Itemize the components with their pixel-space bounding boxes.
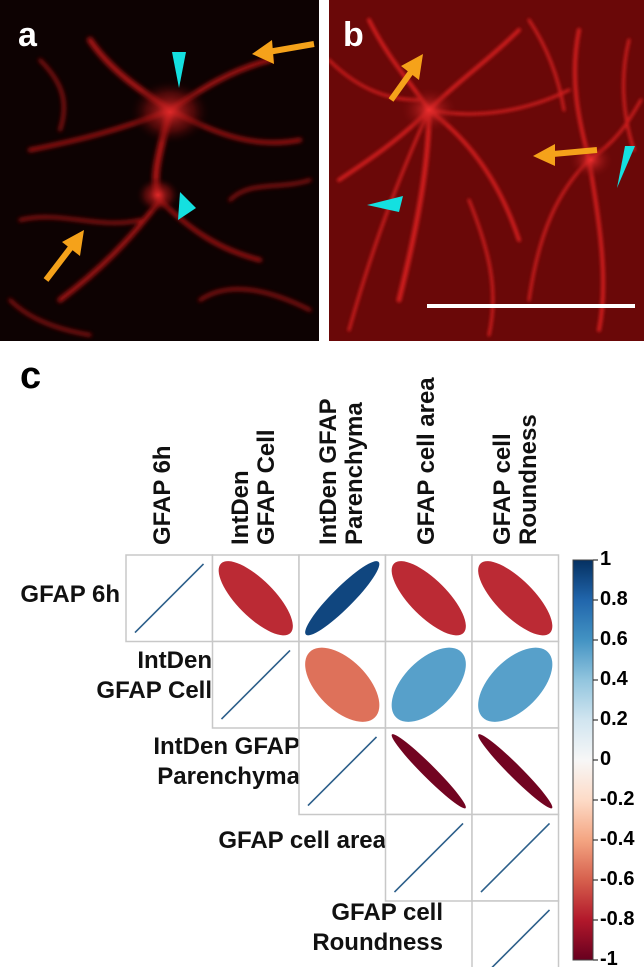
orange-arrow-icon [43, 230, 84, 282]
correlation-line [393, 822, 464, 893]
correlation-line [220, 649, 291, 720]
correlation-ellipse [218, 561, 293, 636]
correlation-ellipse [305, 647, 380, 722]
orange-arrow-icon [533, 144, 598, 166]
row-label-intden-gfap-cell: IntDen GFAP Cell [96, 647, 212, 704]
colorbar-tick-label: 0.2 [600, 708, 628, 730]
correlation-line [491, 909, 551, 967]
cyan-arrowhead-icon [617, 146, 635, 188]
colorbar-tick-label: -0.6 [600, 868, 635, 890]
colorbar-tick-label: 0.6 [600, 628, 628, 650]
colorbar-tick-label: -1 [600, 948, 618, 970]
row-label-intden-gfap-parenchyma: IntDen GFAP Parenchyma [153, 733, 300, 790]
correlation-ellipse [391, 561, 466, 636]
panel-c-label: c [20, 355, 42, 397]
cyan-arrowhead-icon [178, 192, 196, 220]
colorbar-tick-label: 0 [600, 748, 612, 770]
correlation-line [134, 563, 205, 634]
cyan-arrowhead-icon [172, 52, 186, 88]
row-label-gfap-6h: GFAP 6h [20, 581, 120, 608]
colorbar-tick-label: -0.8 [600, 908, 635, 930]
cyan-arrowhead-icon [367, 196, 403, 212]
panel-b-label: b [343, 16, 364, 54]
panel-a-label: a [18, 16, 37, 54]
correlation-line [307, 736, 378, 807]
colorbar [572, 559, 594, 961]
correlation-ellipse [391, 647, 466, 722]
micrograph-a-image [0, 0, 319, 341]
micrograph-panel-b: b [329, 0, 644, 341]
colorbar-tick-label: 0.8 [600, 588, 628, 610]
matrix-cell [471, 900, 560, 967]
micrograph-panel-a: a [0, 0, 319, 341]
colorbar-tick-label: 0.4 [600, 668, 628, 690]
correlation-ellipse [478, 647, 553, 722]
orange-arrow-icon [252, 40, 315, 64]
correlation-ellipse [478, 734, 553, 809]
row-label-gfap-cell-area: GFAP cell area [218, 827, 386, 854]
row-label-gfap-cell-roundness: GFAP cell Roundness [312, 899, 443, 956]
correlation-ellipse [305, 561, 380, 636]
correlation-ellipse [478, 561, 553, 636]
micrograph-b-image [329, 0, 644, 341]
colorbar-tick-label: -0.2 [600, 788, 635, 810]
colorbar-tick-label: 1 [600, 548, 612, 570]
orange-arrow-icon [388, 54, 423, 102]
colorbar-tick-label: -0.4 [600, 828, 635, 850]
correlation-ellipse [391, 734, 466, 809]
correlation-line [480, 822, 551, 893]
